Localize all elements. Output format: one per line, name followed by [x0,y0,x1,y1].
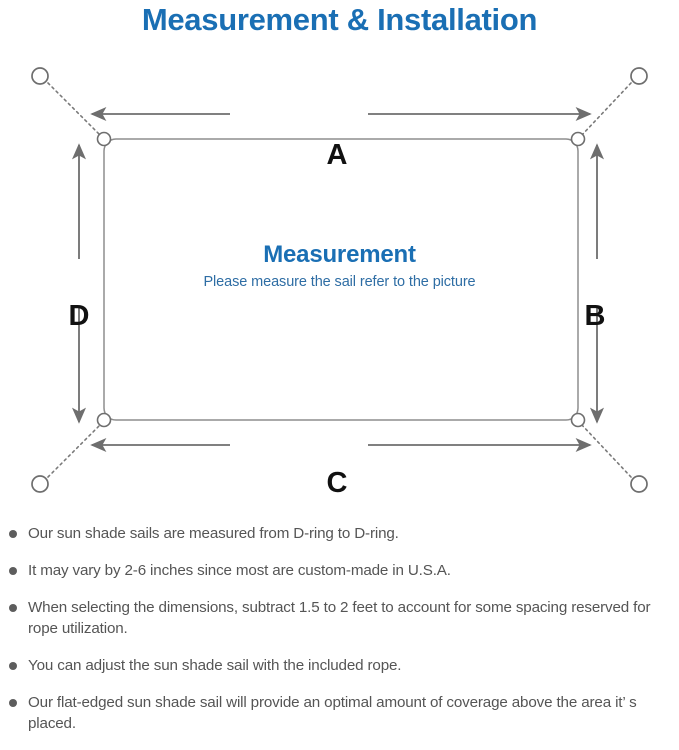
note-text: When selecting the dimensions, subtract … [28,599,651,637]
anchor-point-bottom-right [630,475,648,493]
bullet-icon [9,567,17,575]
note-text: You can adjust the sun shade sail with t… [28,657,402,674]
dimension-label-a: A [326,139,348,171]
dimension-label-b: B [584,300,606,332]
bullet-icon [9,662,17,670]
d-ring-top-left [96,131,112,147]
measurement-diagram: A B C D Measurement Please measure the s… [0,44,679,514]
list-item: Our flat-edged sun shade sail will provi… [0,692,679,734]
d-ring-top-right [570,131,586,147]
anchor-point-top-left [31,67,49,85]
rope-line-top-left [47,82,102,137]
d-ring-bottom-right [570,412,586,428]
list-item: When selecting the dimensions, subtract … [0,597,679,639]
note-text: It may vary by 2-6 inches since most are… [28,562,451,579]
list-item: You can adjust the sun shade sail with t… [0,655,679,676]
d-ring-bottom-left [96,412,112,428]
note-text: Our flat-edged sun shade sail will provi… [28,694,637,732]
diagram-svg [31,67,648,493]
sail-outline [103,138,579,421]
bullet-icon [9,604,17,612]
rope-line-bottom-left [47,423,102,478]
rope-line-top-right [580,82,632,137]
page-title: Measurement & Installation [141,2,538,37]
list-item: It may vary by 2-6 inches since most are… [0,560,679,581]
rope-line-bottom-right [580,423,632,478]
dimension-label-c: C [326,467,348,499]
notes-list: Our sun shade sails are measured from D-… [0,523,679,750]
note-text: Our sun shade sails are measured from D-… [28,525,399,542]
anchor-point-top-right [630,67,648,85]
bullet-icon [9,530,17,538]
dimension-label-d: D [68,300,90,332]
list-item: Our sun shade sails are measured from D-… [0,523,679,544]
anchor-point-bottom-left [31,475,49,493]
bullet-icon [9,699,17,707]
